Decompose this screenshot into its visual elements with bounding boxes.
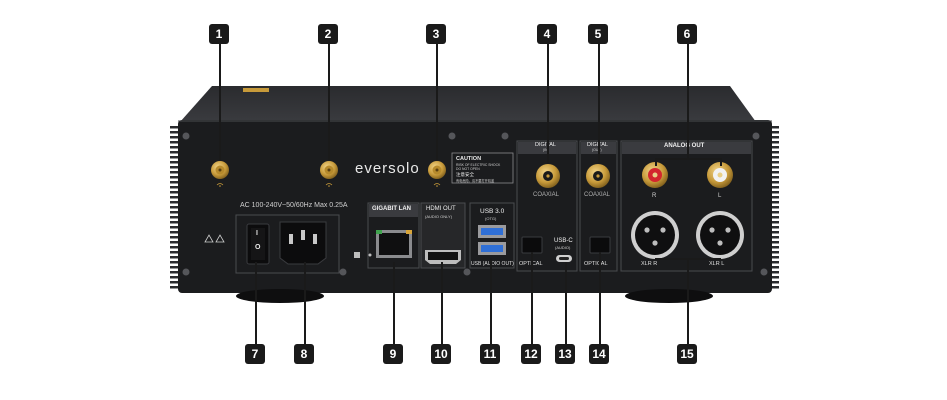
gigabit-lan-label: GIGABIT LAN <box>372 206 411 212</box>
leader-line <box>655 158 721 160</box>
hdmi-out-label: HDMI OUT <box>426 206 456 212</box>
caution-cn-line: 有电危险，请不要打开机盖 <box>456 179 495 183</box>
leader-line <box>531 252 533 344</box>
callout-badge-12: 12 <box>521 344 541 364</box>
caution-line-1: RISK OF ELECTRIC SHOCK <box>456 163 501 167</box>
rca-port-icon <box>707 162 733 188</box>
ethernet-port-icon <box>376 230 412 258</box>
leader-line <box>304 262 306 344</box>
wifi-antenna-icon <box>211 161 229 187</box>
brand-logo: eversolo <box>355 160 420 177</box>
warning-triangle-icon <box>204 234 225 243</box>
usbc-label: USB-C <box>554 238 573 244</box>
optical-out-label: OPTICAL <box>584 261 608 267</box>
leader-line <box>328 43 330 160</box>
analog-out-section <box>620 140 753 272</box>
leader-line <box>436 43 438 160</box>
leader-line <box>219 43 221 160</box>
caution-label <box>451 152 514 184</box>
leader-line <box>565 262 567 344</box>
coaxial-in-label: COAXIAL <box>533 192 560 198</box>
coaxial-out-label: COAXIAL <box>584 192 611 198</box>
callout-badge-14: 14 <box>589 344 609 364</box>
power-switch-icon <box>246 223 270 265</box>
switch-off-label: O <box>255 244 261 251</box>
rca-r-label: R <box>652 193 657 199</box>
callout-badge-6: 6 <box>677 24 697 44</box>
optical-port-icon <box>589 236 611 254</box>
digital-out-label: DIGITAL <box>587 142 608 148</box>
callout-badge-9: 9 <box>383 344 403 364</box>
analog-out-label: ANALOG OUT <box>664 143 705 149</box>
left-foot <box>236 289 324 303</box>
xlr-l-label: XLR L <box>709 261 725 267</box>
leader-line <box>393 262 395 344</box>
digital-out-sub: (OUT) <box>592 148 602 152</box>
xlr-port-icon <box>631 211 679 259</box>
iec-inlet-icon <box>279 221 327 265</box>
leader-line <box>687 43 689 158</box>
leader-line <box>547 43 549 164</box>
callout-badge-11: 11 <box>480 344 500 364</box>
leader-line <box>599 252 601 344</box>
rca-port-icon <box>642 162 668 188</box>
callout-badge-1: 1 <box>209 24 229 44</box>
panel-screws <box>182 132 768 276</box>
usb-audio-out-label: USB (AUDIO OUT) <box>471 261 514 267</box>
leader-line <box>655 258 721 260</box>
leader-line <box>687 258 689 344</box>
callout-badge-3: 3 <box>426 24 446 44</box>
callout-badge-5: 5 <box>588 24 608 44</box>
callout-badge-15: 15 <box>677 344 697 364</box>
wifi-antenna-icon <box>428 161 446 187</box>
hdmi-sub-label: (AUDIO ONLY) <box>425 214 453 219</box>
coaxial-port-icon <box>586 164 610 188</box>
digital-in-label: DIGITAL <box>535 142 556 148</box>
caution-title: CAUTION <box>456 156 482 162</box>
leader-line <box>598 43 600 164</box>
wifi-antenna-icon <box>320 161 338 187</box>
leader-line <box>720 158 722 166</box>
callout-badge-13: 13 <box>555 344 575 364</box>
leader-line <box>441 262 443 344</box>
usb30-label: USB 3.0 <box>480 208 505 215</box>
callout-badge-8: 8 <box>294 344 314 364</box>
optical-port-icon <box>521 236 543 254</box>
top-sticker <box>243 88 269 92</box>
callout-badge-10: 10 <box>431 344 451 364</box>
leader-line <box>255 262 257 344</box>
left-heatsink-fins <box>170 126 179 289</box>
switch-on-label: I <box>256 230 258 237</box>
usbc-sub-label: (AUDIO) <box>555 245 571 250</box>
digital-in-sub: (IN) <box>543 148 549 152</box>
usb-a-port-icon <box>478 225 506 255</box>
usb30-sub-label: (OTG) <box>485 216 497 221</box>
coaxial-port-icon <box>536 164 560 188</box>
chassis-top <box>180 86 756 122</box>
sticker-square <box>354 252 360 258</box>
callout-badge-4: 4 <box>537 24 557 44</box>
xlr-port-icon <box>696 211 744 259</box>
callout-badge-2: 2 <box>318 24 338 44</box>
xlr-r-label: XLR R <box>641 261 658 267</box>
rca-l-label: L <box>718 193 722 199</box>
usb3-section <box>469 202 515 269</box>
caution-cn-title: 注意安全 <box>456 172 474 177</box>
callout-badge-7: 7 <box>245 344 265 364</box>
hdmi-port-icon <box>425 250 461 264</box>
optical-in-label: OPTICAL <box>519 261 543 267</box>
right-heatsink-fins <box>771 126 779 289</box>
leader-line <box>490 258 492 344</box>
usb-c-port-icon <box>556 255 572 262</box>
caution-line-2: DO NOT OPEN <box>456 167 480 171</box>
right-foot <box>625 289 713 303</box>
leader-line <box>655 158 657 166</box>
power-section <box>235 214 340 274</box>
power-rating-label: AC 100-240V~50/60Hz Max 0.25A <box>240 202 348 209</box>
